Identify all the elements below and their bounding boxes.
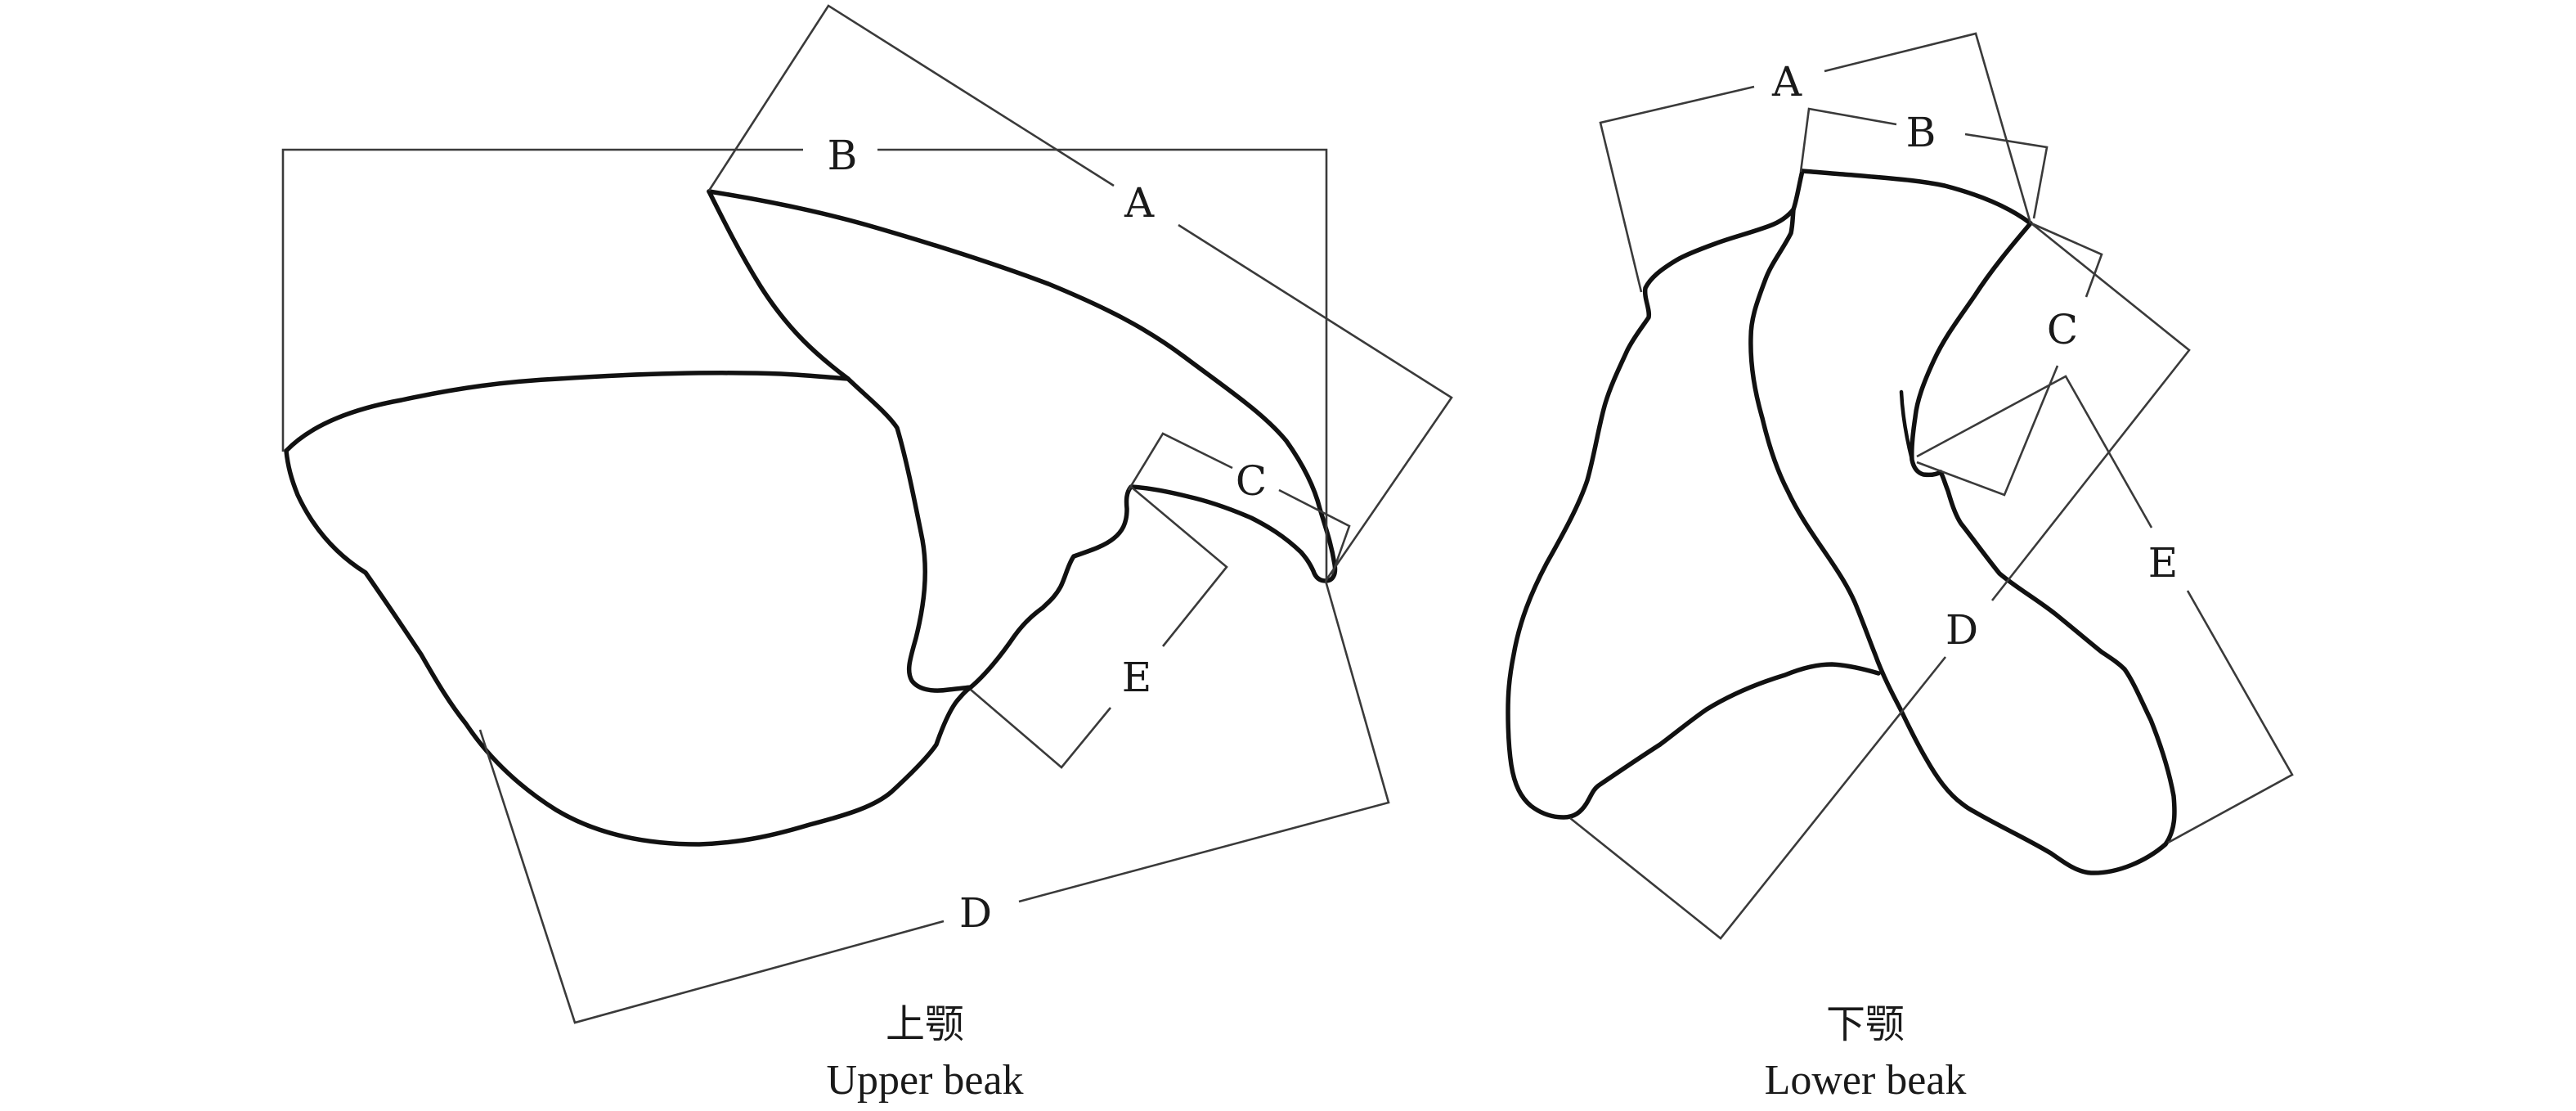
lower-beak-hook-tail: [1899, 389, 1914, 462]
upper-caption-en: Upper beak: [826, 1057, 1023, 1104]
lower-dim-e-box: [1916, 375, 2294, 844]
upper-beak-rostrum-left-edge: [707, 189, 973, 693]
lower-label-d: D: [1945, 606, 1978, 654]
upper-beak-base-outline: [284, 371, 850, 453]
upper-dim-c-box: [1127, 432, 1351, 575]
lower-dim-c-box: [1916, 222, 2103, 497]
upper-dim-b-box: [281, 148, 1328, 581]
upper-beak-figure: B A C E D 上颚 Upper beak: [281, 4, 1453, 1104]
lower-beak-figure: A B C E D 下颚 Lower beak: [1506, 32, 2294, 1104]
lower-beak-top-outline: [1800, 169, 2033, 226]
upper-label-b: B: [828, 132, 858, 179]
lower-dim-b-box: [1799, 107, 2049, 219]
lower-dim-a-box: [1599, 32, 2032, 293]
upper-label-e: E: [1122, 654, 1152, 701]
lower-dim-d-box: [1569, 222, 2191, 940]
upper-beak-rostrum-outline: [707, 189, 1338, 690]
lower-beak-right-lobe-outline: [1748, 207, 2177, 875]
upper-label-d: D: [959, 889, 992, 937]
upper-dim-e-box: [970, 486, 1228, 769]
lower-caption-cn: 下颚: [1826, 1001, 1905, 1047]
upper-label-c: C: [1236, 457, 1267, 505]
upper-caption-cn: 上颚: [886, 1001, 964, 1047]
lower-caption-en: Lower beak: [1765, 1057, 1967, 1104]
lower-label-b: B: [1906, 109, 1936, 156]
upper-label-a: A: [1124, 179, 1155, 227]
lower-label-a: A: [1771, 58, 1802, 106]
upper-beak-base-lower-outline: [284, 448, 973, 847]
lower-label-e: E: [2148, 539, 2179, 587]
lower-label-c: C: [2047, 306, 2078, 353]
lower-beak-inner-curve-outline: [1910, 221, 2033, 478]
upper-dim-d-box: [478, 580, 1390, 1024]
upper-dim-a-box: [707, 4, 1453, 582]
lower-beak-left-lobe-outline: [1506, 169, 1881, 820]
